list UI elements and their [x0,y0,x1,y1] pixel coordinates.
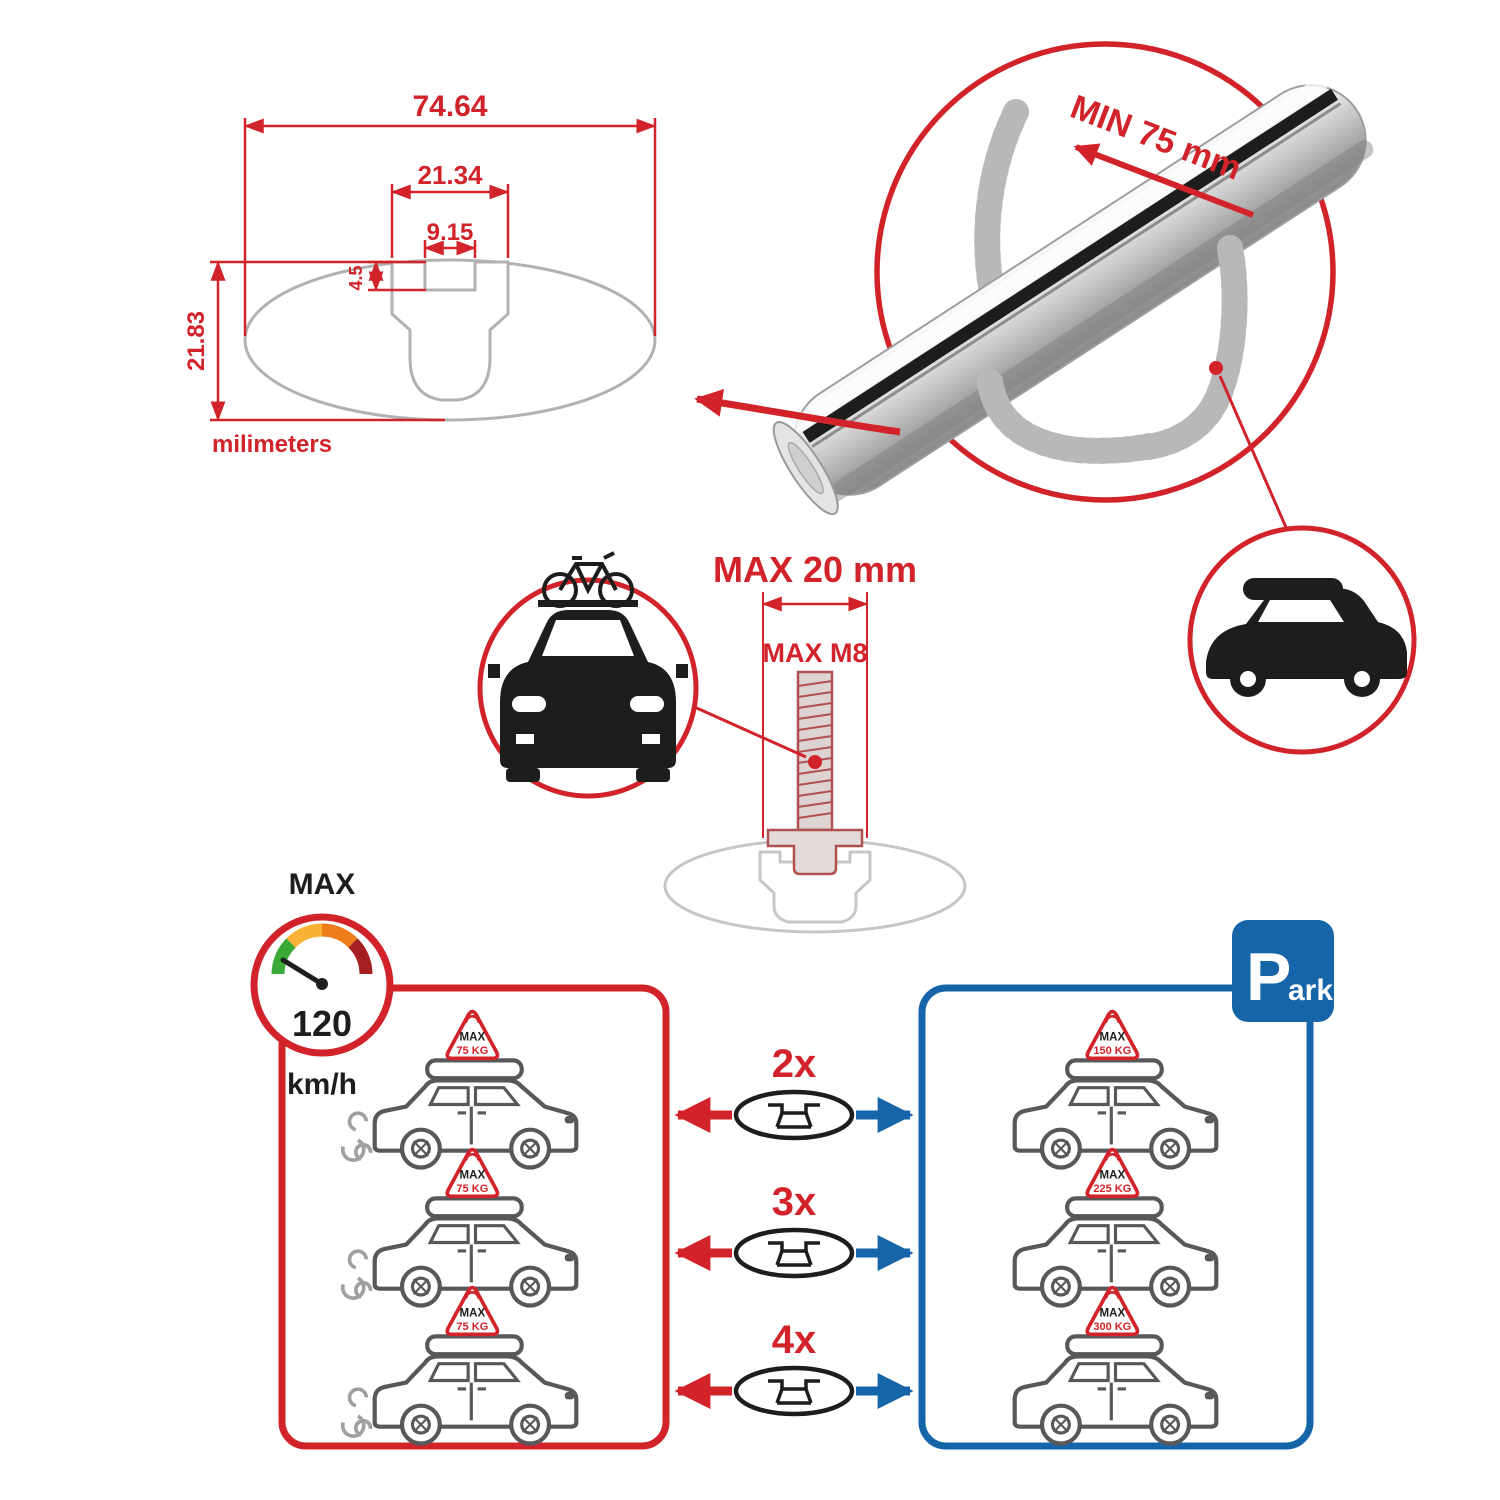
ghost-t-slot [758,850,872,924]
crossbar-detail-circle: MIN 75 mm [772,41,1374,533]
parked-car-row: MAX 300 KG [1015,1285,1217,1444]
flag-load-value: 225 KG [1093,1183,1131,1195]
t-slot-channel-profile [390,260,510,402]
bar-quantity-row: 4x [674,1318,914,1414]
parking-cars-panel [918,984,1314,1450]
detail-circle-outline [874,41,1336,503]
dim-total-height [210,260,445,422]
load-flag: MAX 75 KG [445,1009,500,1061]
dim-slot-depth-value: 4.5 [346,265,366,290]
dim-slot-inner-value: 9.15 [427,219,474,246]
speed-unit: km/h [287,1068,357,1101]
dim-total-height-value: 21.83 [183,311,210,371]
rubber-strip [802,88,1339,443]
load-flag: MAX 75 KG [445,1285,500,1337]
clamp-strap-back-icon [974,99,1029,315]
flag-max-label: MAX [460,1169,486,1181]
suv-icon [1015,1336,1217,1443]
load-flag: MAX 150 KG [1085,1009,1140,1061]
units-label: milimeters [212,431,332,458]
load-flag: MAX 225 KG [1085,1147,1140,1199]
speed-limit-gauge: MAX 120 km/h [250,868,394,1101]
detail-to-drawing-arrow-icon [694,388,901,436]
suv-roofbox-circle [1187,525,1417,755]
exhaust-smoke-icon [340,1249,373,1300]
flag-max-label: MAX [460,1307,486,1319]
dim-bolt-head [761,592,869,838]
parked-car-row: MAX 225 KG [1015,1147,1217,1306]
max-bolt-width-label: MAX 20 mm [713,549,917,590]
flag-load-value: 75 KG [456,1045,488,1057]
bolt-head [766,828,864,876]
flag-max-label: MAX [1100,1307,1126,1319]
flag-max-label: MAX [460,1031,486,1043]
park-sign: P ark [1232,920,1334,1022]
dim-slot-outer-value: 21.34 [417,160,483,190]
clamp-strap-front-icon [977,235,1248,464]
flag-load-value: 150 KG [1093,1045,1131,1057]
bar-profile-ellipse [243,258,657,422]
aluminum-crossbar-icon [772,77,1374,516]
exhaust-smoke-icon [340,1111,373,1162]
exhaust-smoke-icon [340,1387,373,1438]
dim-slot-outer [390,184,510,258]
callout-dot [1209,361,1223,375]
car-front-circle [477,551,699,799]
load-flag: MAX 75 KG [445,1147,500,1199]
callout-leader-line [1218,375,1290,533]
speed-value: 120 [292,1003,352,1044]
driving-car-row: MAX 75 KG [340,1285,577,1444]
park-sign-suffix: ark [1288,974,1333,1007]
bar-count-label: 2x [772,1042,817,1086]
parked-car-row: MAX 150 KG [1015,1009,1217,1168]
bar-count-label: 3x [772,1180,817,1224]
bar-quantity-row: 2x [674,1042,914,1138]
min-span-arrow-icon [1073,143,1255,218]
park-sign-letter: P [1246,939,1291,1015]
crossbar-oval-icon [736,1368,852,1414]
flag-load-value: 300 KG [1093,1321,1131,1333]
crossbar-oval-icon [736,1230,852,1276]
gauge-needle-icon [280,957,325,987]
flag-load-value: 75 KG [456,1183,488,1195]
dim-slot-inner [423,240,477,258]
cross-section-drawing: 74.64 21.34 9.15 4.5 21.83 mili [183,90,657,458]
bolt-callout-dot [808,755,822,769]
speed-max-label: MAX [289,868,356,901]
dim-total-width [243,118,657,336]
flag-max-label: MAX [1100,1169,1126,1181]
t-bolt-icon [766,670,864,876]
crossbar-oval-icon [736,1092,852,1138]
suv-icon [375,1336,577,1443]
bolt-leader-line [689,703,807,759]
car-front-icon [488,600,688,782]
bar-quantity-row: 3x [674,1180,914,1276]
flag-max-label: MAX [1100,1031,1126,1043]
load-flag: MAX 300 KG [1085,1285,1140,1337]
bar-count-label: 4x [772,1318,817,1362]
driving-cars-panel [278,984,670,1450]
gauge-arc-icon [271,923,373,975]
max-thread-label: MAX M8 [762,638,867,668]
bolt-section: MAX 20 mm MAX M8 [477,549,967,934]
dim-total-width-value: 74.64 [412,90,487,123]
suv-roofbox-icon [1206,578,1407,697]
flag-load-value: 75 KG [456,1321,488,1333]
driving-car-row: MAX 75 KG [340,1147,577,1306]
driving-car-row: MAX 75 KG [340,1009,577,1168]
